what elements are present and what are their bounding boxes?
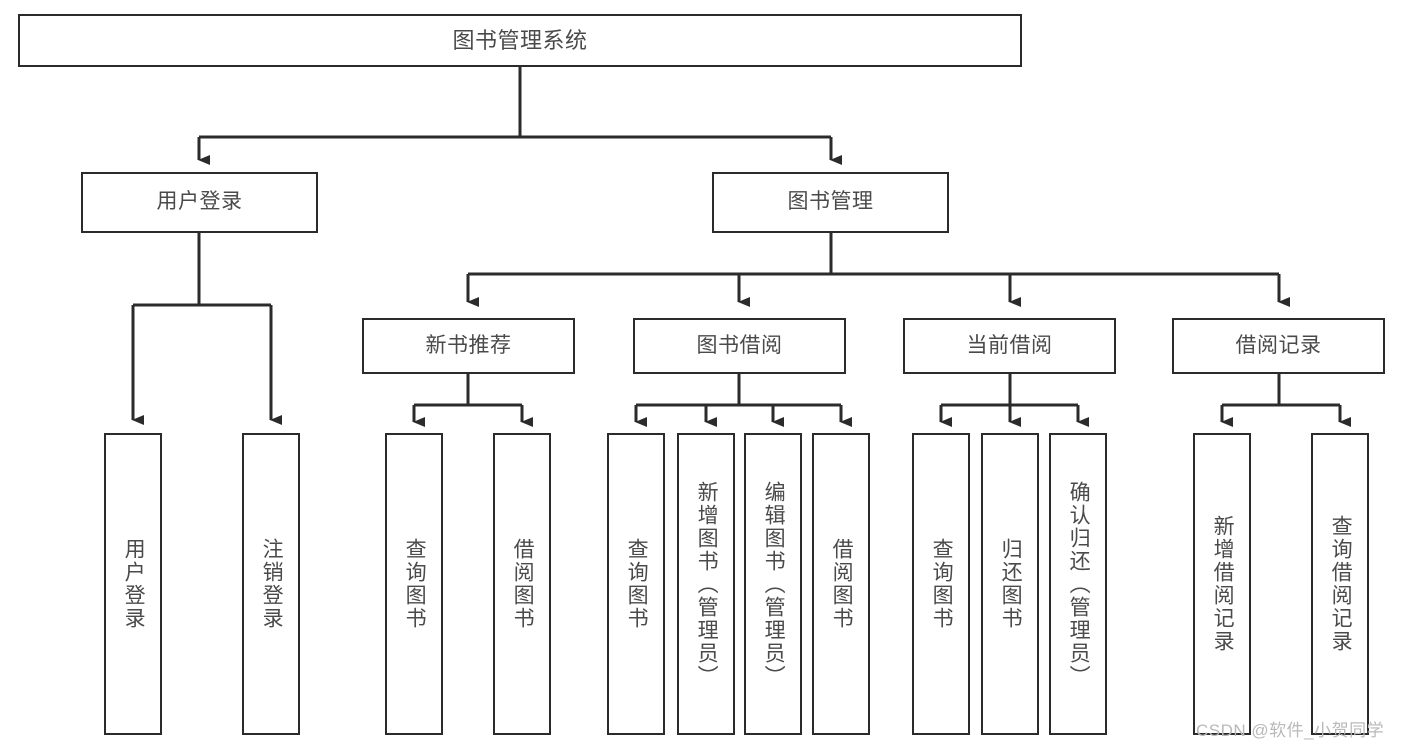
leaf-edit-book-admin[interactable]: 编辑图书（管理员）	[744, 433, 802, 735]
node-root-book-management-system[interactable]: 图书管理系统	[18, 14, 1022, 67]
node-book-management[interactable]: 图书管理	[712, 172, 949, 233]
node-label: 注销登录	[260, 538, 284, 630]
leaf-logout[interactable]: 注销登录	[242, 433, 300, 735]
node-borrow-record[interactable]: 借阅记录	[1172, 318, 1385, 374]
node-label: 归还图书	[999, 538, 1023, 630]
node-label: 借阅图书	[511, 538, 535, 630]
node-book-borrow[interactable]: 图书借阅	[633, 318, 846, 374]
node-label: 查询图书	[403, 538, 427, 630]
node-current-borrow[interactable]: 当前借阅	[903, 318, 1116, 374]
leaf-query-book-recommend[interactable]: 查询图书	[385, 433, 443, 735]
node-label: 查询借阅记录	[1329, 515, 1353, 653]
node-new-book-recommend[interactable]: 新书推荐	[362, 318, 575, 374]
leaf-user-login[interactable]: 用户登录	[104, 433, 162, 735]
node-label: 确认归还（管理员）	[1067, 480, 1091, 688]
node-label: 编辑图书（管理员）	[762, 480, 786, 688]
node-label: 借阅图书	[830, 538, 854, 630]
node-user-login[interactable]: 用户登录	[81, 172, 318, 233]
leaf-query-book-borrow[interactable]: 查询图书	[607, 433, 665, 735]
leaf-query-book-current[interactable]: 查询图书	[912, 433, 970, 735]
leaf-add-borrow-record[interactable]: 新增借阅记录	[1193, 433, 1251, 735]
leaf-return-book[interactable]: 归还图书	[981, 433, 1039, 735]
node-label: 用户登录	[156, 190, 243, 214]
node-label: 图书管理系统	[452, 27, 588, 53]
node-label: 借阅记录	[1235, 333, 1322, 357]
leaf-borrow-book[interactable]: 借阅图书	[812, 433, 870, 735]
leaf-borrow-book-recommend[interactable]: 借阅图书	[493, 433, 551, 735]
node-label: 图书借阅	[696, 333, 783, 357]
node-label: 用户登录	[122, 538, 146, 630]
node-label: 查询图书	[625, 538, 649, 630]
node-label: 查询图书	[930, 538, 954, 630]
node-label: 新增图书（管理员）	[695, 480, 719, 688]
node-label: 新增借阅记录	[1211, 515, 1235, 653]
leaf-confirm-return-admin[interactable]: 确认归还（管理员）	[1049, 433, 1107, 735]
leaf-add-book-admin[interactable]: 新增图书（管理员）	[677, 433, 735, 735]
node-label: 当前借阅	[966, 333, 1053, 357]
node-label: 新书推荐	[425, 333, 512, 357]
watermark-text: CSDN @软件_小贺同学	[1196, 721, 1385, 740]
leaf-query-borrow-record[interactable]: 查询借阅记录	[1311, 433, 1369, 735]
node-label: 图书管理	[787, 190, 874, 214]
